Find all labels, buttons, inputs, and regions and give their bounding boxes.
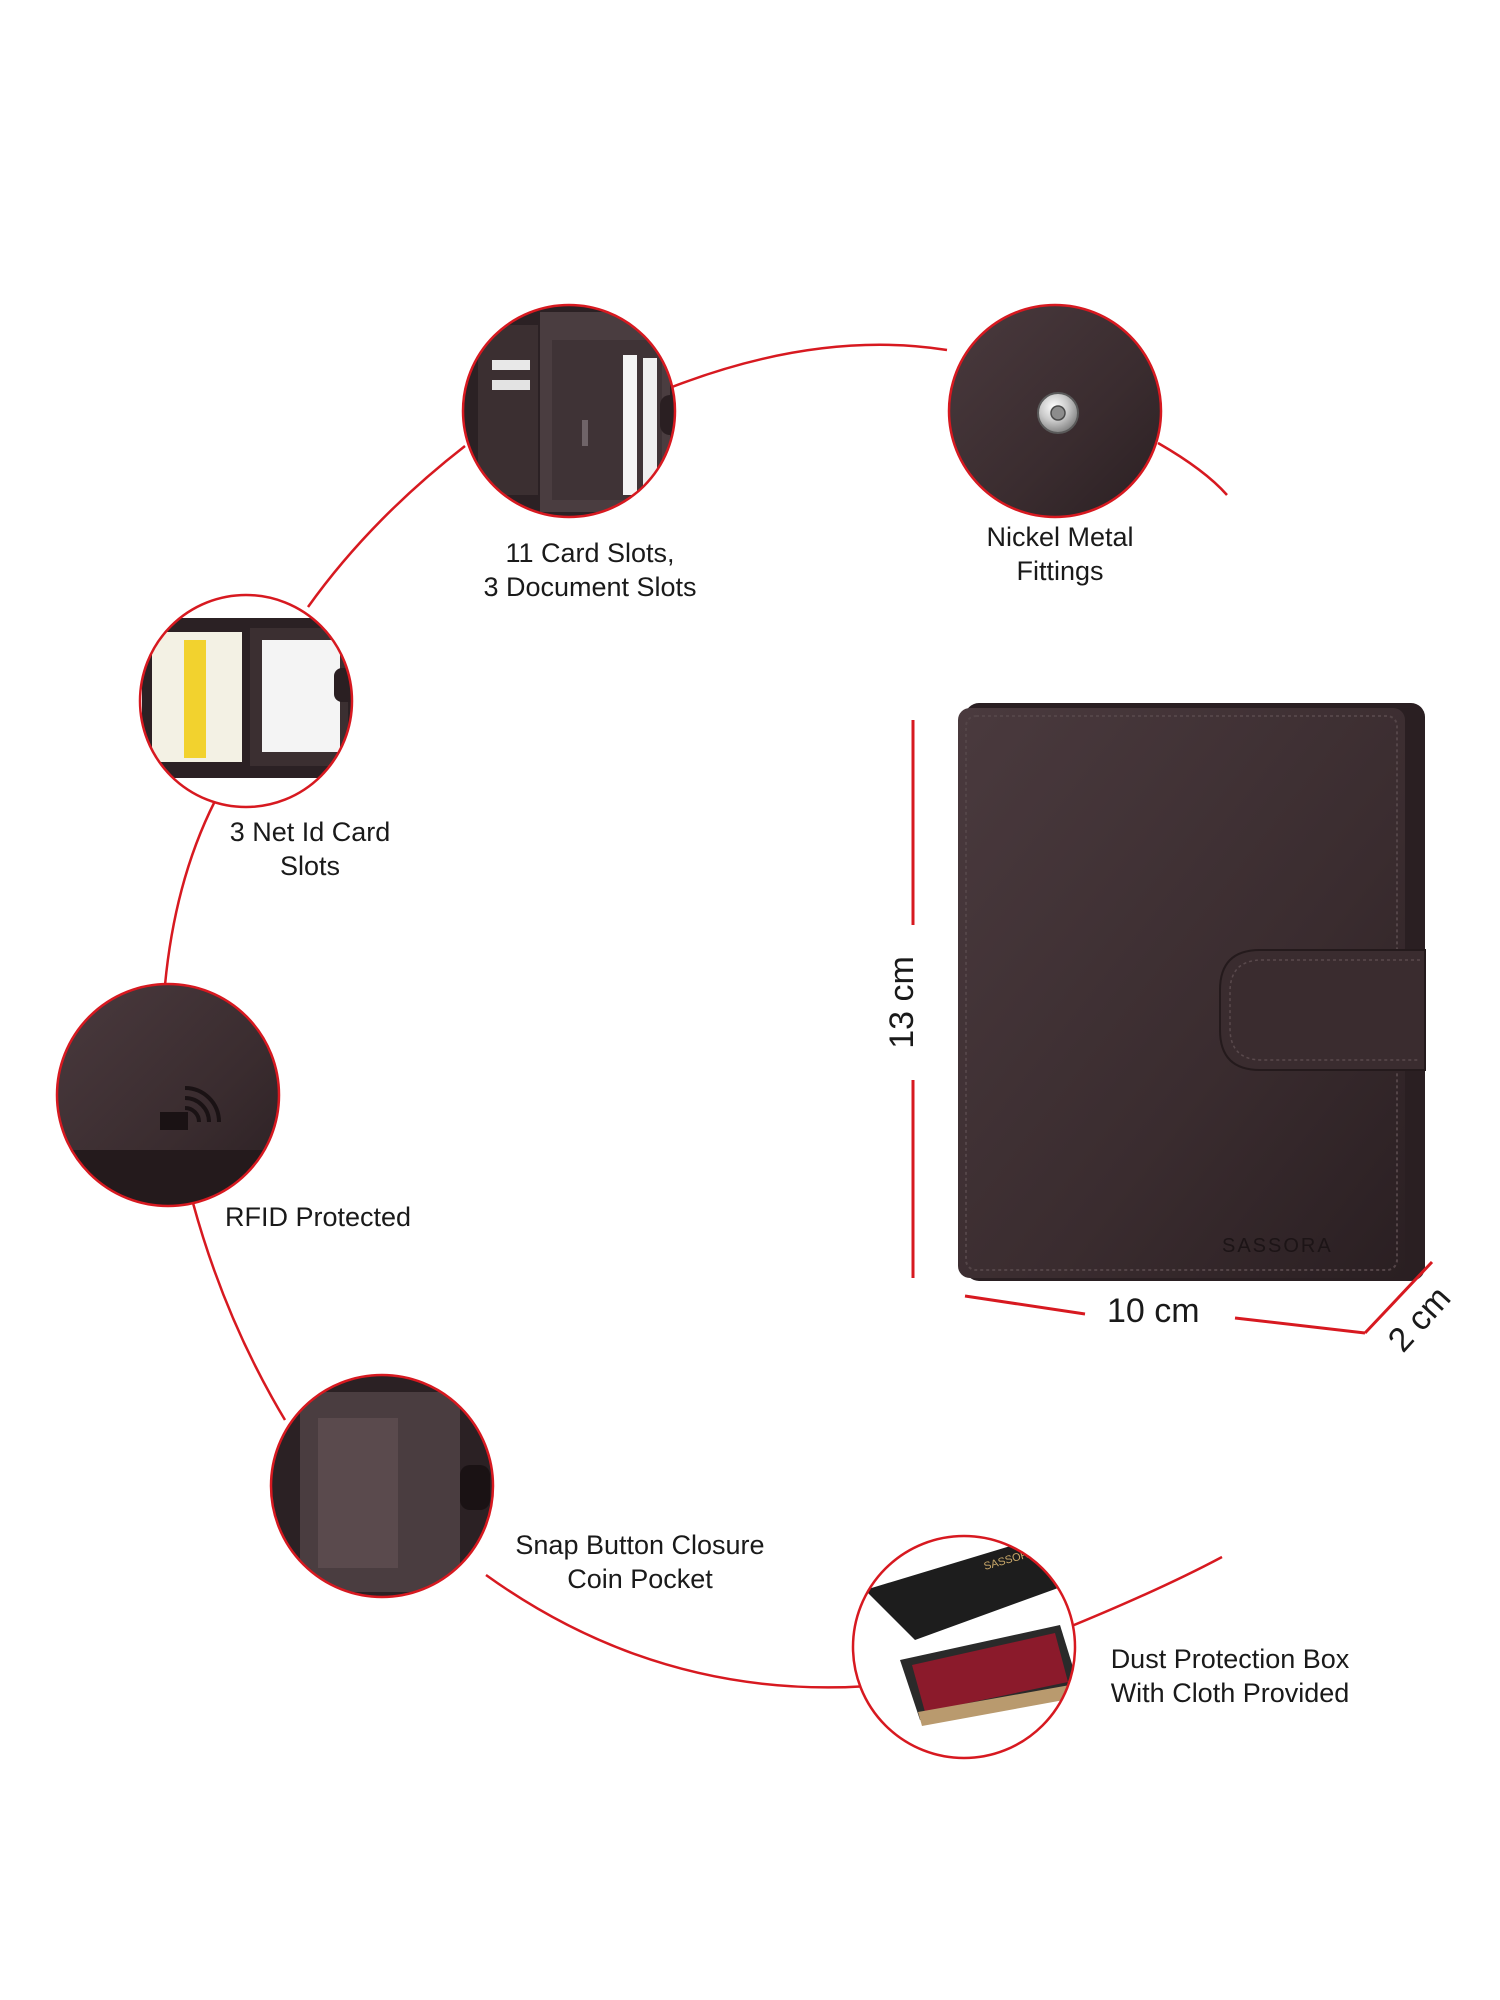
arc-rfid-to-snap [191, 1202, 287, 1421]
wallet-strap [1219, 949, 1426, 1071]
label-snap: Snap Button Closure Coin Pocket [495, 1528, 785, 1596]
label-line: Fittings [1016, 556, 1104, 586]
arc-card-to-net [306, 445, 466, 608]
label-line: Dust Protection Box [1110, 1644, 1350, 1674]
main-wallet: SASSORA [958, 703, 1426, 1281]
label-line: Coin Pocket [567, 1564, 713, 1594]
arc-snap-to-dust [485, 1573, 871, 1689]
label-net-id: 3 Net Id Card Slots [215, 815, 405, 883]
label-card-slots: 11 Card Slots, 3 Document Slots [470, 536, 710, 604]
label-nickel: Nickel Metal Fittings [970, 520, 1150, 588]
depth-dim [1363, 1260, 1434, 1335]
height-label: 13 cm [882, 956, 921, 1049]
feature-circle-card-slots [461, 303, 677, 519]
connector-arc [163, 343, 1228, 1689]
arc-dust-tail [1061, 1555, 1223, 1632]
arc-net-to-rfid [163, 800, 217, 986]
label-line: 11 Card Slots, [505, 538, 675, 568]
dimension-lines [911, 720, 1434, 1335]
feature-circle-snap [269, 1373, 495, 1599]
width-dim-left [964, 1294, 1086, 1316]
label-line: 3 Net Id Card [229, 817, 391, 847]
label-line: RFID Protected [225, 1202, 412, 1232]
wallet-brand-emboss: SASSORA [1222, 1235, 1333, 1257]
width-dim-right [1234, 1316, 1366, 1335]
width-label: 10 cm [1107, 1292, 1200, 1330]
label-line: Snap Button Closure [515, 1530, 765, 1560]
label-line: 3 Document Slots [483, 572, 697, 602]
feature-circle-net-id [138, 593, 354, 809]
label-dust: Dust Protection Box With Cloth Provided [1095, 1642, 1365, 1710]
feature-circle-rfid [55, 982, 281, 1208]
label-line: With Cloth Provided [1110, 1678, 1350, 1708]
label-rfid: RFID Protected [225, 1200, 411, 1234]
arc-card-to-nickel [671, 343, 948, 389]
rfid-signal-icon [184, 1086, 221, 1123]
label-line: Slots [279, 851, 341, 881]
feature-circle-nickel [947, 303, 1163, 519]
label-line: Nickel Metal [986, 522, 1134, 552]
feature-circle-dust: SASSORA [851, 1534, 1077, 1760]
arc-nickel-tail [1157, 441, 1228, 496]
